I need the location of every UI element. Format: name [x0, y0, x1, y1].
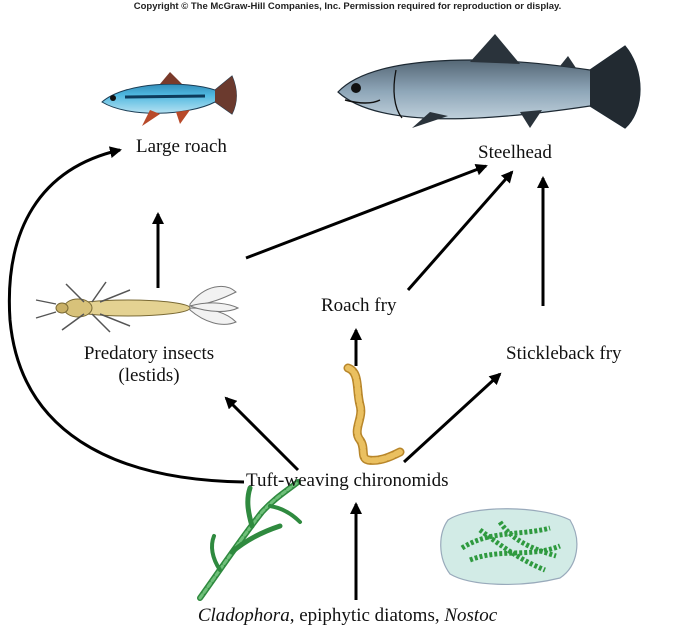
arrows [7, 146, 549, 600]
predatory-insect-illustration [35, 281, 240, 333]
arrow-insects-to-steelhead [245, 163, 488, 260]
nostoc-illustration [440, 508, 578, 585]
arrow-chironomids-to-insects [224, 396, 300, 472]
label-nostoc: Nostoc [444, 605, 498, 626]
arrow-roachfry-to-steelhead [406, 170, 514, 291]
label-steelhead: Steelhead [478, 142, 552, 163]
label-producers: Cladophora, epiphytic diatoms, Nostoc [0, 605, 695, 627]
copyright-notice: Copyright © The McGraw-Hill Companies, I… [133, 1, 562, 12]
chironomid-illustration [343, 363, 405, 465]
large-roach-illustration [101, 72, 237, 126]
label-predatory-line1: Predatory insects [83, 343, 215, 364]
cladophora-illustration [197, 479, 302, 601]
arrow-chironomids-to-stickleback [402, 372, 502, 464]
label-chironomids: Tuft-weaving chironomids [246, 470, 449, 491]
arrow-chironomids-to-large-roach [7, 146, 245, 484]
label-large-roach: Large roach [136, 136, 227, 157]
label-cladophora: Cladophora [197, 605, 290, 626]
label-roach-fry: Roach fry [321, 295, 397, 316]
label-diatoms: , epiphytic diatoms, [289, 605, 445, 626]
label-predatory-line2: (lestids) [118, 365, 180, 386]
label-stickleback-fry: Stickleback fry [506, 343, 622, 364]
label-predatory-insects: Predatory insects (lestids) [84, 343, 214, 387]
steelhead-illustration [337, 34, 641, 129]
